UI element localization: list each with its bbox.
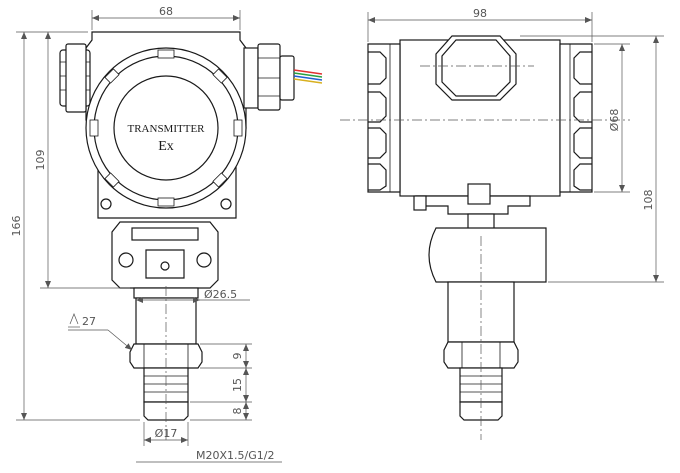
side-dimensions: 98 Ø68 108	[367, 7, 664, 283]
dim-width-68: 68	[159, 5, 173, 18]
dim-wrench-27: 27	[82, 315, 96, 328]
dim-hex-9: 9	[231, 353, 244, 360]
dim-height-166: 166	[10, 216, 23, 237]
cover-outer	[85, 47, 247, 209]
side-cylinder	[428, 227, 547, 283]
cover-window	[113, 75, 219, 181]
ex-mark: Ex	[158, 139, 174, 154]
dim-thread-diameter: Ø17	[155, 427, 178, 440]
side-gland-hex	[435, 35, 517, 101]
dim-thread-15: 15	[231, 378, 244, 392]
side-view: 98 Ø68 108	[340, 7, 664, 440]
dim-width-98: 98	[473, 7, 487, 20]
side-hex	[443, 341, 519, 369]
left-cover-fins	[367, 43, 401, 193]
hex-nut	[129, 343, 203, 369]
transmitter-label: TRANSMITTER	[128, 123, 206, 135]
cable-wires	[293, 69, 323, 84]
thread-spec: M20X1.5/G1/2	[196, 449, 274, 462]
dim-end-8: 8	[231, 408, 244, 415]
front-dimensions: 68 166 109 Ø26.5 27	[10, 5, 282, 463]
dim-cover-diameter: Ø68	[608, 109, 621, 132]
dim-height-109: 109	[34, 150, 47, 171]
dim-stem-diameter: Ø26.5	[204, 288, 237, 301]
wrench-icon	[68, 313, 80, 328]
left-gland	[59, 43, 91, 113]
front-view: TRANSMITTER Ex 68	[10, 5, 323, 463]
side-bracket	[415, 195, 531, 215]
right-cover-fins	[559, 43, 593, 193]
dim-height-108: 108	[642, 190, 655, 211]
cover-notches	[89, 49, 243, 207]
thread-end	[143, 401, 189, 421]
right-gland	[243, 43, 295, 111]
